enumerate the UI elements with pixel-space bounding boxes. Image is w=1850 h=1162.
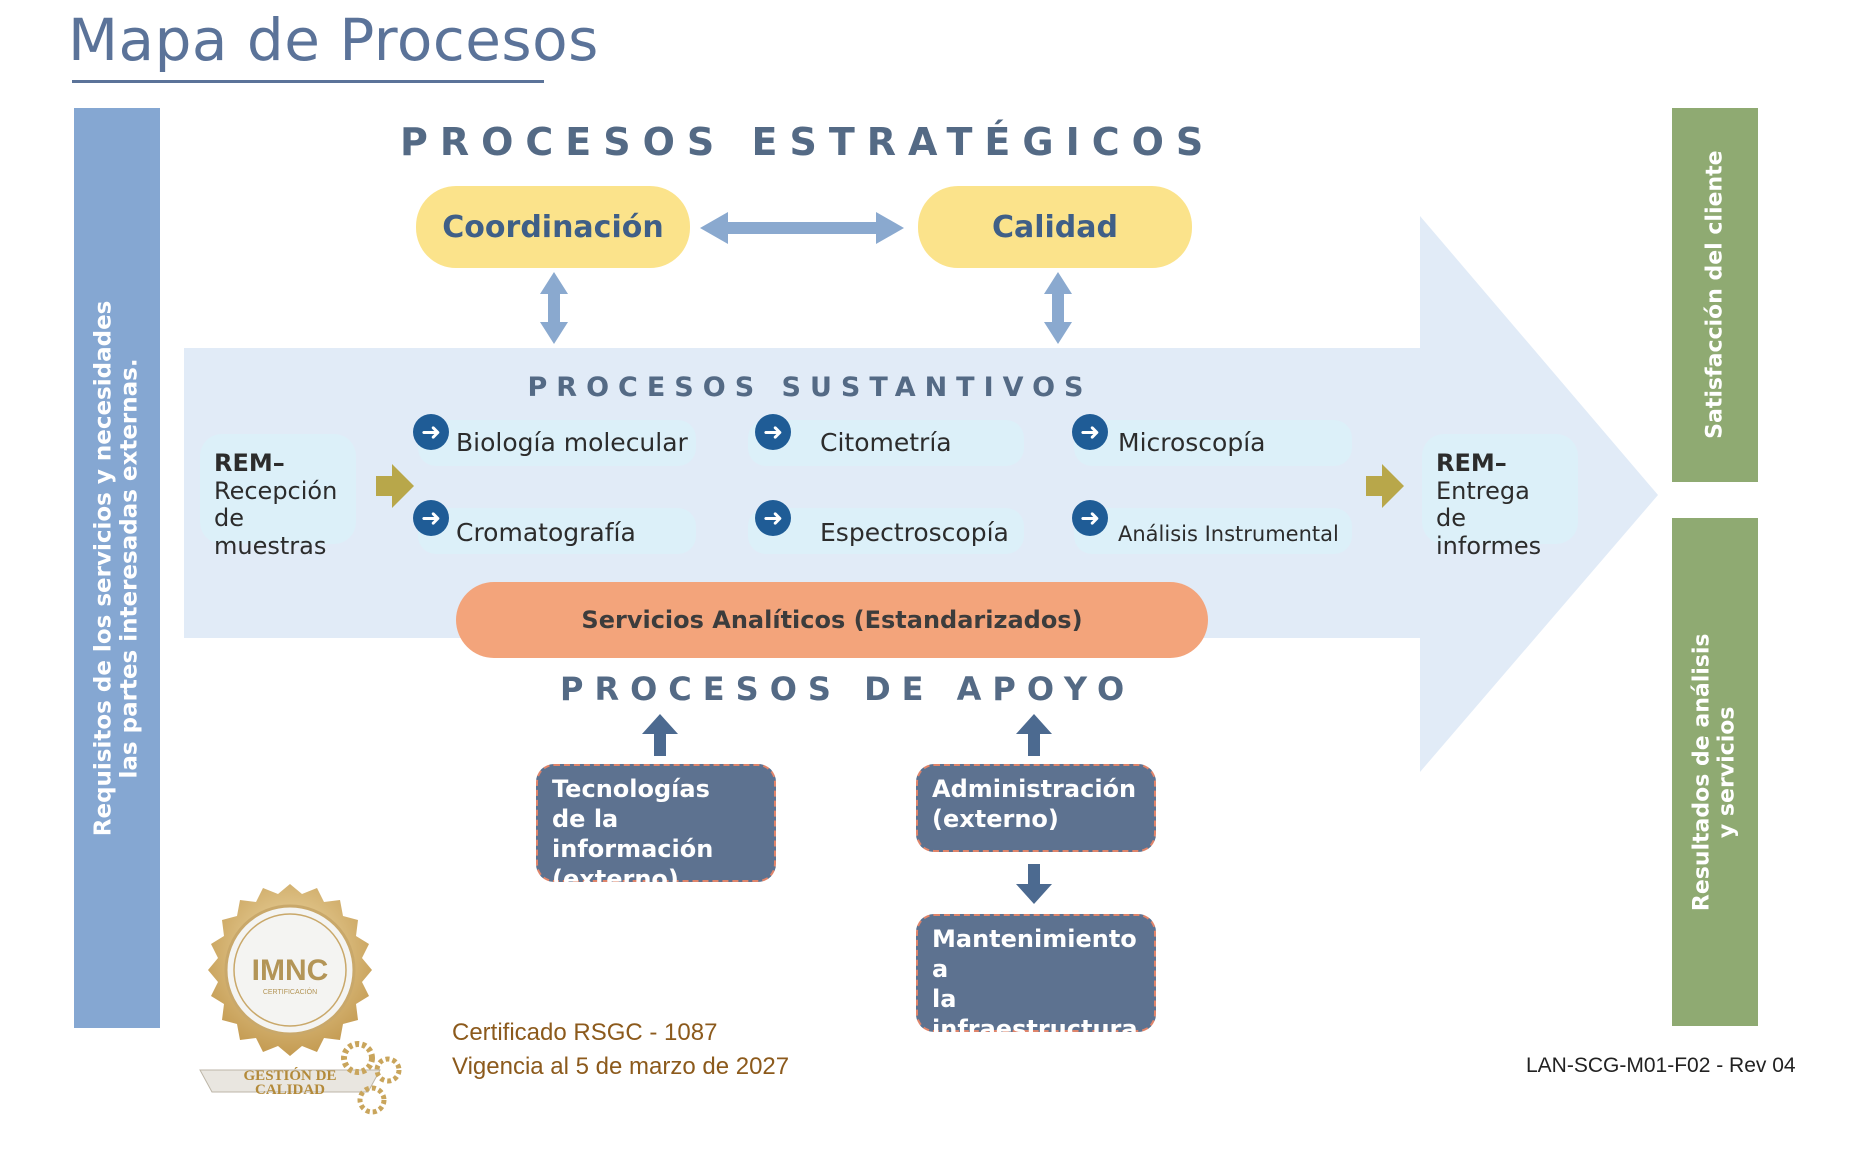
flow-arrow-icon bbox=[1366, 464, 1404, 508]
arrow-up-icon bbox=[642, 714, 678, 756]
process-citometria bbox=[748, 420, 1024, 466]
rem-delivery-line1: Entrega bbox=[1436, 476, 1530, 505]
gear-icon bbox=[341, 1041, 375, 1075]
substantive-heading: PROCESOS SUSTANTIVOS bbox=[527, 372, 1093, 403]
document-code: LAN-SCG-M01-F02 - Rev 04 bbox=[1526, 1054, 1796, 1077]
gear-icon bbox=[357, 1085, 387, 1115]
arrow-up-icon bbox=[1016, 714, 1052, 756]
flow-arrow-icon bbox=[376, 464, 414, 508]
title-underline bbox=[72, 80, 544, 83]
arrow-right-icon: ➜ bbox=[755, 500, 791, 536]
rem-reception-line1: Recepción bbox=[214, 476, 338, 505]
support-maintenance-line1: Mantenimiento a bbox=[932, 925, 1137, 983]
arrow-right-icon: ➜ bbox=[413, 414, 449, 450]
arrow-right-icon: ➜ bbox=[755, 414, 791, 450]
support-admin-line1: Administración bbox=[932, 775, 1137, 803]
seal-banner-2: CALIDAD bbox=[255, 1082, 325, 1098]
process-analisis-instrumental-label: Análisis Instrumental bbox=[1118, 522, 1339, 546]
support-ti-line3: (externo) bbox=[552, 865, 679, 893]
process-citometria-label: Citometría bbox=[820, 428, 952, 457]
analytical-services-bar: Servicios Analíticos (Estandarizados) bbox=[456, 582, 1208, 658]
process-biologia-molecular-label: Biología molecular bbox=[456, 428, 688, 457]
support-maintenance-line3: (externo) bbox=[932, 1045, 1059, 1073]
certificate-info: Certificado RSGC - 1087 Vigencia al 5 de… bbox=[452, 1016, 789, 1083]
arrow-right-icon: ➜ bbox=[1072, 414, 1108, 450]
gear-icon bbox=[374, 1056, 402, 1084]
double-arrow-vertical-icon bbox=[1044, 272, 1072, 344]
results-line2: y servicios bbox=[1715, 706, 1741, 838]
support-admin-box: Administración (externo) bbox=[916, 764, 1156, 852]
process-espectroscopia-label: Espectroscopía bbox=[820, 518, 1009, 547]
support-maintenance-box: Mantenimiento a la infraestructura (exte… bbox=[916, 914, 1156, 1073]
rem-reception-line2: de muestras bbox=[214, 504, 327, 560]
support-maintenance-line2: la infraestructura bbox=[932, 985, 1138, 1043]
page-title: Mapa de Procesos bbox=[68, 6, 599, 74]
seal-sub: CERTIFICACIÓN bbox=[263, 987, 317, 996]
rem-delivery: REM– Entrega de informes bbox=[1422, 434, 1578, 560]
seal-logo: IMNC bbox=[252, 954, 329, 987]
process-cromatografia bbox=[418, 508, 696, 554]
strategic-coordinacion: Coordinación bbox=[416, 186, 690, 268]
results-line1: Resultados de análisis bbox=[1689, 633, 1715, 911]
support-ti-box: Tecnologías de la información (externo) bbox=[536, 764, 776, 893]
arrow-right-icon: ➜ bbox=[1072, 500, 1108, 536]
rem-reception-code: REM– bbox=[214, 449, 285, 477]
process-cromatografia-label: Cromatografía bbox=[456, 518, 636, 547]
arrow-down-icon bbox=[1016, 864, 1052, 904]
arrow-right-icon: ➜ bbox=[413, 500, 449, 536]
process-espectroscopia bbox=[748, 508, 1024, 554]
double-arrow-vertical-icon bbox=[540, 272, 568, 344]
rem-reception: REM– Recepción de muestras bbox=[200, 434, 356, 560]
certification-seal: IMNC CERTIFICACIÓN GESTIÓN DE CALIDAD bbox=[199, 884, 402, 1115]
rem-delivery-code: REM– bbox=[1436, 449, 1507, 477]
results-bar: Resultados de análisis y servicios bbox=[1672, 518, 1758, 1026]
support-admin-line2: (externo) bbox=[932, 805, 1059, 833]
rem-delivery-line2: de informes bbox=[1436, 504, 1542, 560]
certificate-number: Certificado RSGC - 1087 bbox=[452, 1019, 718, 1046]
strategic-heading: PROCESOS ESTRATÉGICOS bbox=[400, 120, 1216, 164]
process-microscopia-label: Microscopía bbox=[1118, 428, 1266, 457]
customer-satisfaction-bar: Satisfacción del cliente bbox=[1672, 108, 1758, 482]
seal-banner-1: GESTIÓN DE bbox=[244, 1067, 337, 1084]
process-microscopia bbox=[1074, 420, 1352, 466]
process-biologia-molecular bbox=[418, 420, 696, 466]
strategic-calidad: Calidad bbox=[918, 186, 1192, 268]
process-analisis-instrumental bbox=[1074, 508, 1352, 554]
requirements-bar: Requisitos de los servicios y necesidade… bbox=[74, 108, 160, 1028]
requirements-line1: Requisitos de los servicios y necesidade… bbox=[90, 300, 117, 836]
double-arrow-horizontal-icon bbox=[700, 212, 904, 244]
certificate-validity: Vigencia al 5 de marzo de 2027 bbox=[452, 1052, 790, 1080]
support-ti-line1: Tecnologías bbox=[552, 775, 710, 803]
requirements-line2: las partes interesadas externas. bbox=[117, 357, 143, 779]
support-ti-line2: de la información bbox=[552, 805, 714, 863]
support-heading: PROCESOS DE APOYO bbox=[560, 670, 1136, 708]
customer-satisfaction-label: Satisfacción del cliente bbox=[1702, 150, 1728, 440]
